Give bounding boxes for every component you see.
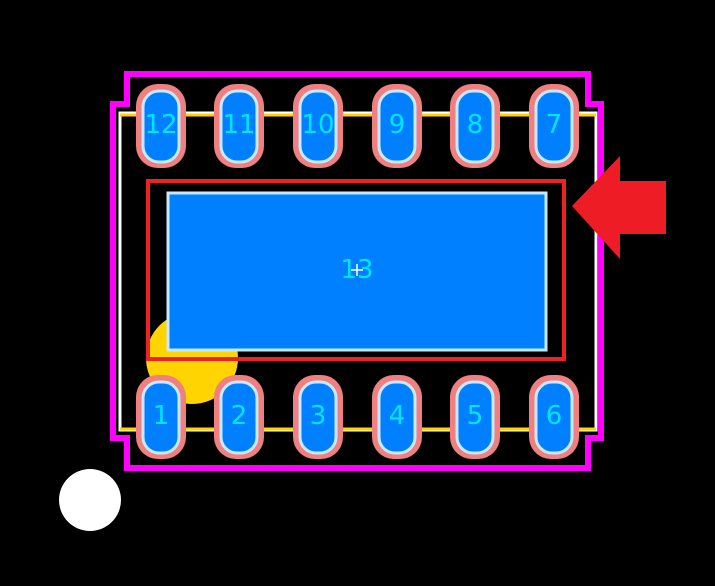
pad-2[interactable]: 2 — [214, 375, 264, 459]
pad-row-top: 12 11 10 9 8 7 — [136, 84, 579, 168]
center-crosshair-icon — [351, 264, 363, 276]
pad-label: 8 — [467, 110, 484, 140]
thermal-pad[interactable]: 13 — [166, 191, 548, 352]
pad-row-bottom: 1 2 3 4 5 6 — [136, 375, 579, 459]
pad-label: 9 — [389, 110, 406, 140]
courtyard-outline — [110, 71, 604, 471]
pad-label: 2 — [231, 401, 248, 431]
fiducial-marker — [59, 469, 121, 531]
pad-label: 5 — [467, 401, 484, 431]
pad-label: 12 — [144, 110, 177, 140]
pad-7[interactable]: 7 — [529, 84, 579, 168]
thermal-pad-keepout — [146, 179, 566, 361]
pad-12[interactable]: 12 — [136, 84, 186, 168]
pad-1[interactable]: 1 — [136, 375, 186, 459]
pad-4[interactable]: 4 — [372, 375, 422, 459]
pad-8[interactable]: 8 — [450, 84, 500, 168]
pad-label: 7 — [546, 110, 563, 140]
pad-label: 4 — [389, 401, 406, 431]
pad-11[interactable]: 11 — [214, 84, 264, 168]
pad-6[interactable]: 6 — [529, 375, 579, 459]
pad-9[interactable]: 9 — [372, 84, 422, 168]
arrow-left-icon — [572, 156, 666, 259]
pad-5[interactable]: 5 — [450, 375, 500, 459]
pad-3[interactable]: 3 — [293, 375, 343, 459]
pad-label: 10 — [301, 110, 334, 140]
pad-label: 11 — [222, 110, 255, 140]
pad-label: 6 — [546, 401, 563, 431]
pad-label: 3 — [310, 401, 327, 431]
pad-label: 1 — [153, 401, 170, 431]
pad-10[interactable]: 10 — [293, 84, 343, 168]
